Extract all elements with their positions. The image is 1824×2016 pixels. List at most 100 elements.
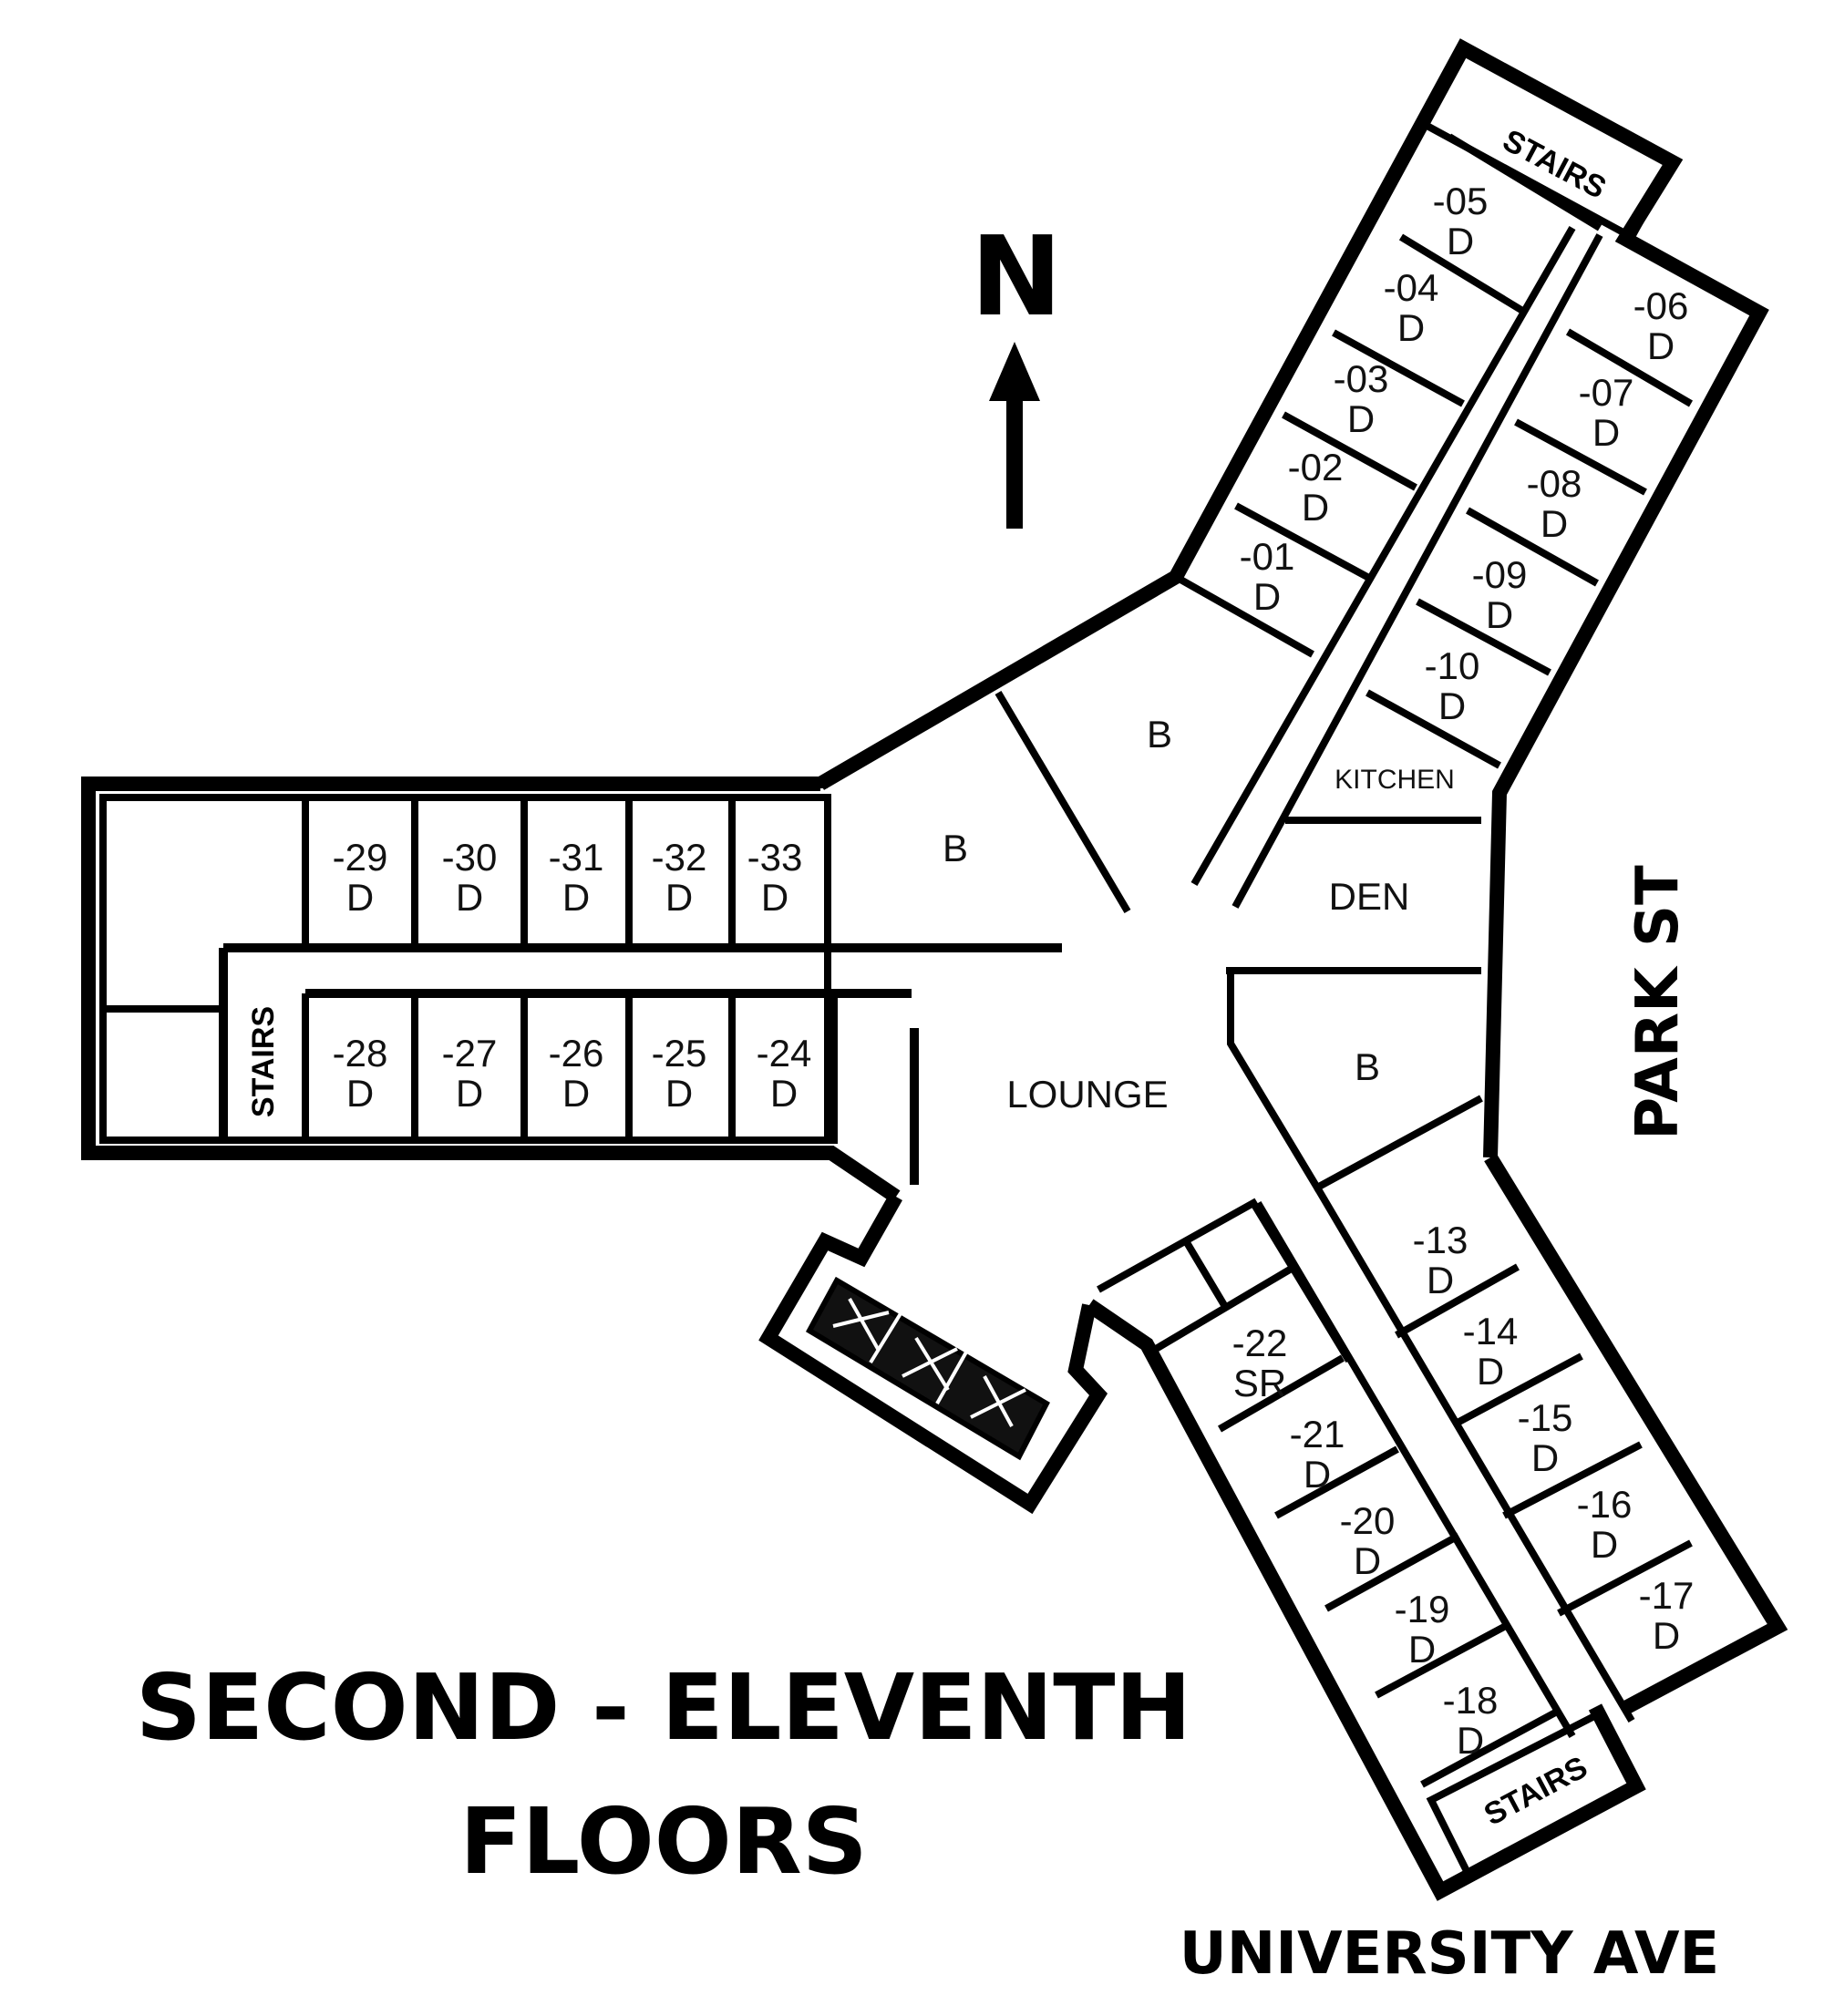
room-number: -27 [442,1032,498,1075]
room-type: D [1427,1259,1454,1301]
room-type: D [562,876,590,919]
room-number: -08 [1527,462,1582,505]
wall [1502,1441,1643,1519]
room-number: -31 [549,836,604,879]
room-type: D [456,1072,483,1115]
northeast-wing-outer-east-wall [1484,1153,1788,1714]
room-number: -14 [1463,1310,1519,1353]
park-st-label: PARK ST [1624,865,1692,1140]
title-line-2: FLOORS [459,1788,868,1895]
room-09: -09D [1472,553,1528,636]
room-27: -27D [442,1032,498,1115]
room-number: -30 [442,836,498,879]
room-10: -10D [1425,644,1480,727]
room-07: -07D [1579,371,1634,454]
bath-b1-wall [994,690,1131,914]
room-type: D [1302,486,1329,529]
room-number: -16 [1577,1483,1633,1526]
west-wing-inner-frame [99,794,831,1144]
room-number: -10 [1425,644,1480,687]
room-type: D [1354,1539,1381,1582]
room-24: -24D [757,1032,812,1115]
room-number: -09 [1472,553,1528,596]
northeast-wing-outer-west-wall [816,38,1769,1158]
room-number: -02 [1288,446,1344,489]
wall [1153,1263,1297,1353]
university-ave-label: UNIVERSITY AVE [1180,1920,1720,1988]
compass-label: N [971,214,1062,341]
wall [1395,1263,1520,1339]
room-type: D [1486,593,1513,636]
room-32: -32D [652,836,707,919]
room-type: D [562,1072,590,1115]
room-20: -20D [1340,1499,1396,1582]
wall [1398,233,1527,315]
room-14: -14D [1463,1310,1519,1393]
north-arrow-icon [989,342,1040,529]
wall [1375,1623,1506,1699]
room-01: -01D [1240,535,1295,618]
wall [1274,1445,1399,1519]
wall [1217,1354,1345,1433]
corridor-east-wall [1231,233,1603,909]
room-05: -05D [1433,180,1489,262]
room-type: D [1541,502,1568,545]
corridor-west-wall [1254,1200,1576,1739]
west-wing-outer-wall [81,777,901,1203]
wall [1514,418,1647,496]
room-06: -06D [1633,284,1689,367]
room-labels: -01D-02D-03D-04D-05D-06D-07D-08D-09D-10D… [333,180,1695,1762]
corridor-west-wall [1190,226,1576,886]
room-type: D [1347,397,1375,440]
room-03: -03D [1334,357,1389,440]
room-08: -08D [1527,462,1582,545]
wall [1365,689,1501,769]
storage-outer-wall [758,1193,1108,1515]
room-number: -01 [1240,535,1295,578]
room-type: D [761,876,788,919]
storage-closets [805,1276,1050,1461]
room-type: D [1647,324,1675,367]
room-type: D [1397,306,1425,349]
room-26: -26D [549,1032,604,1115]
room-number: -06 [1633,284,1689,327]
room-type: D [1447,220,1474,262]
room-type: D [665,1072,693,1115]
room-number: -25 [652,1032,707,1075]
room-type: D [1591,1523,1618,1566]
kitchen-label: KITCHEN [1335,765,1455,795]
room-type: D [1531,1436,1559,1479]
bathroom-label: B [1355,1045,1380,1088]
wall [1557,1539,1693,1617]
wall [1420,1707,1561,1788]
wall [1181,1237,1228,1308]
bath-b3-wall [1227,967,1483,1193]
room-number: -20 [1340,1499,1396,1542]
wall [1234,502,1369,581]
stairs-north-box [1417,43,1678,242]
room-type: D [346,1072,374,1115]
room-number: -28 [333,1032,388,1075]
room-33: -33D [747,836,803,919]
room-number: -15 [1518,1396,1573,1439]
room-25: -25D [652,1032,707,1115]
room-type: D [1457,1719,1484,1762]
room-18: -18D [1443,1679,1499,1762]
title-line-1: SECOND - ELEVENTH [136,1654,1191,1761]
wall [1452,1353,1583,1428]
room-28: -28D [333,1032,388,1115]
room-number: -22 [1232,1322,1288,1364]
room-type: D [456,876,483,919]
room-type: D [665,876,693,919]
wall [1324,1532,1460,1612]
room-type: D [1304,1453,1331,1496]
room-number: -24 [757,1032,812,1075]
bathroom-label: B [1147,713,1172,756]
wall [1332,329,1465,407]
corridor-east-wall [1314,1185,1635,1723]
room-number: -18 [1443,1679,1499,1722]
west-wing [81,777,1062,1203]
room-type: D [346,876,374,919]
